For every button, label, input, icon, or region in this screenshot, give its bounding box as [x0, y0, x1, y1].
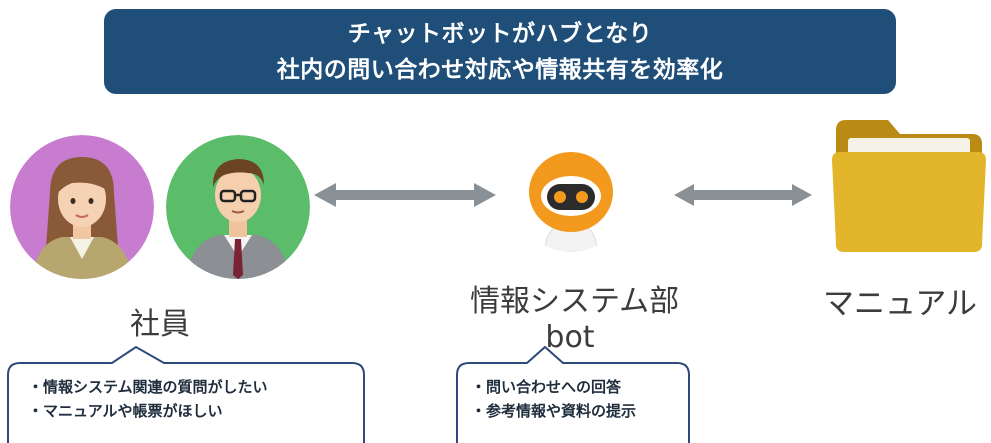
list-item: ・マニュアルや帳票がほしい: [28, 402, 223, 420]
manual-label: マニュアル: [822, 286, 978, 322]
list-item: ・参考情報や資料の提示: [471, 402, 637, 420]
title-line-1: チャットボットがハブとなり: [347, 20, 653, 47]
employees-callout: ・情報システム関連の質問がしたい ・マニュアルや帳票がほしい: [6, 345, 366, 443]
bot-label-line-2: bot: [545, 320, 595, 355]
double-arrow-icon: [674, 184, 812, 206]
bot-callout: ・問い合わせへの回答 ・参考情報や資料の提示: [455, 345, 691, 443]
employees-needs-list: ・情報システム関連の質問がしたい ・マニュアルや帳票がほしい: [28, 375, 268, 423]
robot-icon: [515, 140, 627, 252]
bot-label: 情報システム部 bot: [470, 284, 680, 356]
bot-label-line-1: 情報システム部: [470, 284, 680, 319]
woman-avatar-icon: [10, 135, 154, 279]
folder-icon: [832, 120, 986, 252]
title-banner: チャットボットがハブとなり 社内の問い合わせ対応や情報共有を効率化: [104, 9, 896, 94]
man-avatar-icon: [166, 135, 310, 279]
title-line-2: 社内の問い合わせ対応や情報共有を効率化: [276, 56, 724, 83]
list-item: ・問い合わせへの回答: [471, 378, 622, 396]
list-item: ・情報システム関連の質問がしたい: [28, 378, 268, 396]
employees-label: 社員: [130, 307, 190, 342]
double-arrow-icon: [314, 183, 496, 207]
bot-actions-list: ・問い合わせへの回答 ・参考情報や資料の提示: [471, 375, 636, 423]
